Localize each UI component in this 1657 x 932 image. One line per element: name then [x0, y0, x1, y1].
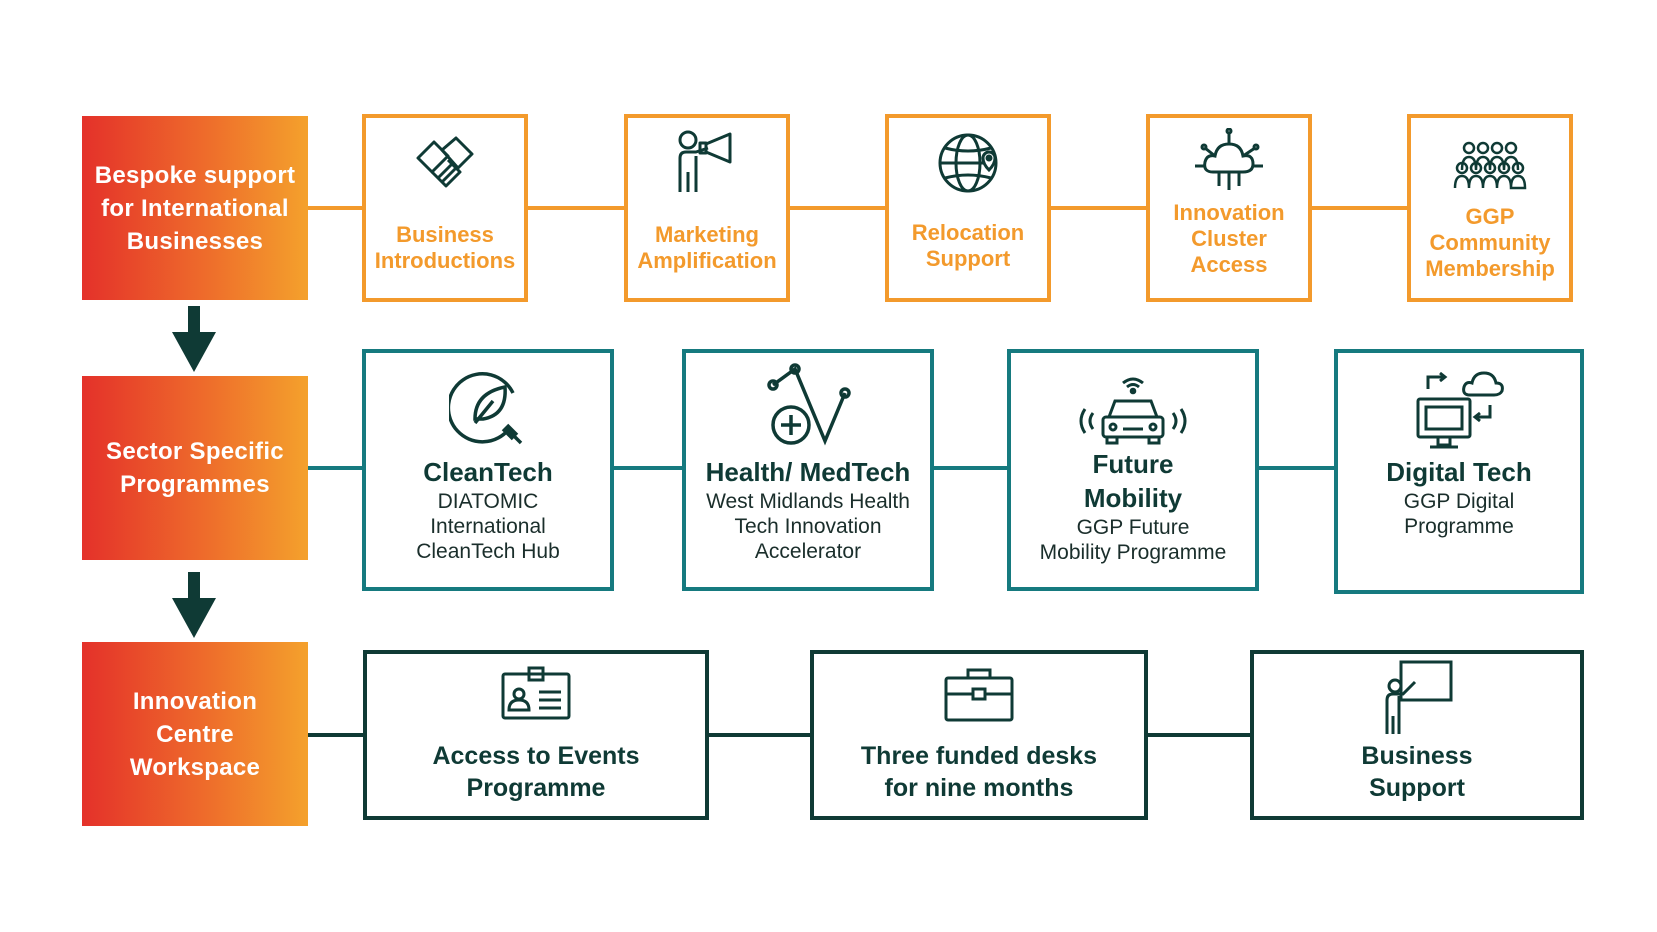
- down-arrow-icon: [172, 306, 216, 372]
- presenter-board-icon: [1385, 660, 1453, 734]
- card-relocation-support: Relocation Support: [885, 114, 1051, 302]
- card-health-medtech: Health/ MedTech West Midlands Health Tec…: [682, 349, 934, 591]
- handshake-icon: [416, 136, 474, 188]
- card-label: GGP Community Membership: [1425, 204, 1555, 281]
- medical-graph-icon: [767, 363, 851, 446]
- globe-location-icon: [938, 133, 998, 193]
- card-future-mobility: Future Mobility GGP Future Mobility Prog…: [1007, 349, 1259, 591]
- computer-cloud-icon: [1416, 371, 1504, 449]
- card-business-support: Business Support: [1250, 650, 1584, 820]
- community-group-icon: [1453, 141, 1527, 190]
- card-label: Business Introductions: [374, 222, 516, 273]
- card-label: Marketing Amplification: [637, 222, 777, 273]
- row-label-bespoke-support: Bespoke support for International Busine…: [82, 116, 308, 300]
- card-cleantech: CleanTech DIATOMIC International CleanTe…: [362, 349, 614, 591]
- card-label: Three funded desks for nine months: [860, 742, 1098, 802]
- card-label: Innovation Cluster Access: [1173, 200, 1285, 277]
- card-innovation-cluster-access: Innovation Cluster Access: [1146, 114, 1312, 302]
- card-ggp-community-membership: GGP Community Membership: [1407, 114, 1573, 302]
- card-access-to-events: Access to Events Programme: [363, 650, 709, 820]
- leaf-plug-icon: [449, 372, 523, 445]
- card-title: CleanTech: [423, 457, 553, 487]
- card-digital-tech: Digital Tech GGP Digital Programme: [1334, 349, 1584, 594]
- connected-car-icon: [1079, 377, 1187, 445]
- briefcase-icon: [944, 668, 1014, 722]
- megaphone-person-icon: [678, 130, 732, 192]
- card-title: Digital Tech: [1386, 457, 1532, 487]
- cloud-network-icon: [1195, 128, 1263, 190]
- id-badge-icon: [501, 666, 571, 720]
- down-arrow-icon: [172, 572, 216, 638]
- row-label-sector-programmes: Sector Specific Programmes: [82, 376, 308, 560]
- card-subtitle: DIATOMIC International CleanTech Hub: [416, 490, 560, 563]
- card-three-funded-desks: Three funded desks for nine months: [810, 650, 1148, 820]
- card-marketing-amplification: Marketing Amplification: [624, 114, 790, 302]
- card-label: Business Support: [1361, 742, 1473, 802]
- card-subtitle: GGP Digital Programme: [1403, 490, 1515, 538]
- card-label: Relocation Support: [911, 220, 1025, 271]
- card-business-introductions: Business Introductions: [362, 114, 528, 302]
- card-subtitle: West Midlands Health Tech Innovation Acc…: [706, 490, 910, 563]
- card-title: Health/ MedTech: [705, 457, 911, 487]
- card-subtitle: GGP Future Mobility Programme: [1039, 516, 1227, 564]
- card-title: Future Mobility: [1083, 449, 1183, 513]
- card-label: Access to Events Programme: [432, 742, 640, 802]
- row-label-innovation-workspace: Innovation Centre Workspace: [82, 642, 308, 826]
